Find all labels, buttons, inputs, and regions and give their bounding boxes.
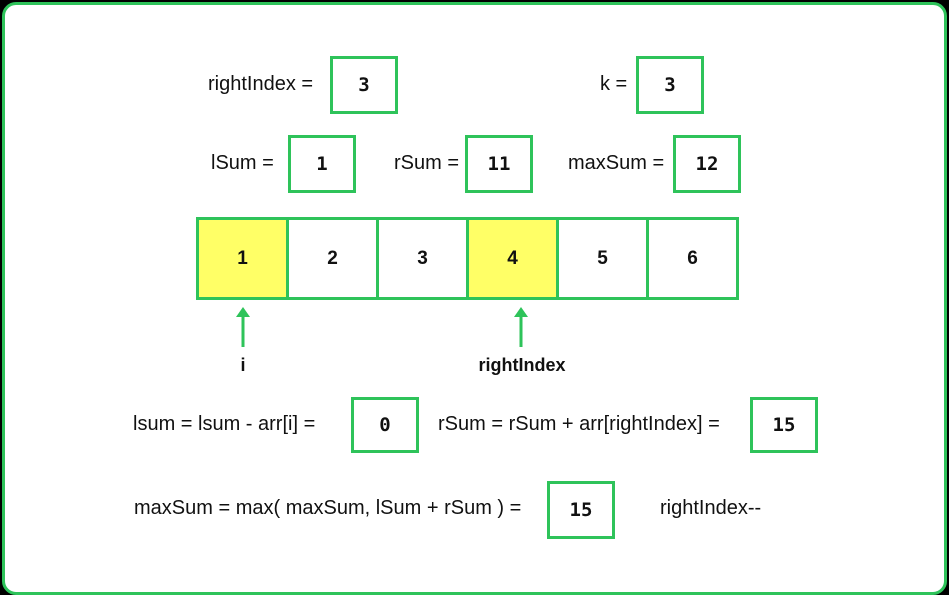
rightIndex-pointer-arrow-icon <box>514 307 528 347</box>
array-cell-5: 6 <box>646 217 739 300</box>
maxSum-label: maxSum = <box>568 152 665 174</box>
rsum-update-expression: rSum = rSum + arr[rightIndex] = <box>438 413 720 435</box>
lSum-value-box: 1 <box>288 135 356 193</box>
array-cell-2: 3 <box>376 217 469 300</box>
rightIndex-label: rightIndex = <box>208 73 314 95</box>
array-cell-3: 4 <box>466 217 559 300</box>
k-value-box: 3 <box>636 56 704 114</box>
i-pointer-label: i <box>240 355 246 375</box>
maxsum-update-result-box: 15 <box>547 481 615 539</box>
array-cell-4: 5 <box>556 217 649 300</box>
array: 1 2 3 4 5 6 <box>196 217 739 300</box>
rightIndex-decrement: rightIndex-- <box>660 497 762 519</box>
rsum-update-result-box: 15 <box>750 397 818 453</box>
rSum-label: rSum = <box>394 152 460 174</box>
lsum-update-result-box: 0 <box>351 397 419 453</box>
k-label: k = <box>600 73 628 95</box>
rSum-value-box: 11 <box>465 135 533 193</box>
rightIndex-value-box: 3 <box>330 56 398 114</box>
maxsum-update-expression: maxSum = max( maxSum, lSum + rSum ) = <box>134 497 522 519</box>
i-pointer-arrow-icon <box>236 307 250 347</box>
array-cell-1: 2 <box>286 217 379 300</box>
rightIndex-pointer-label: rightIndex <box>478 355 566 375</box>
maxSum-value-box: 12 <box>673 135 741 193</box>
lsum-update-expression: lsum = lsum - arr[i] = <box>133 413 316 435</box>
lSum-label: lSum = <box>211 152 274 174</box>
array-cell-0: 1 <box>196 217 289 300</box>
